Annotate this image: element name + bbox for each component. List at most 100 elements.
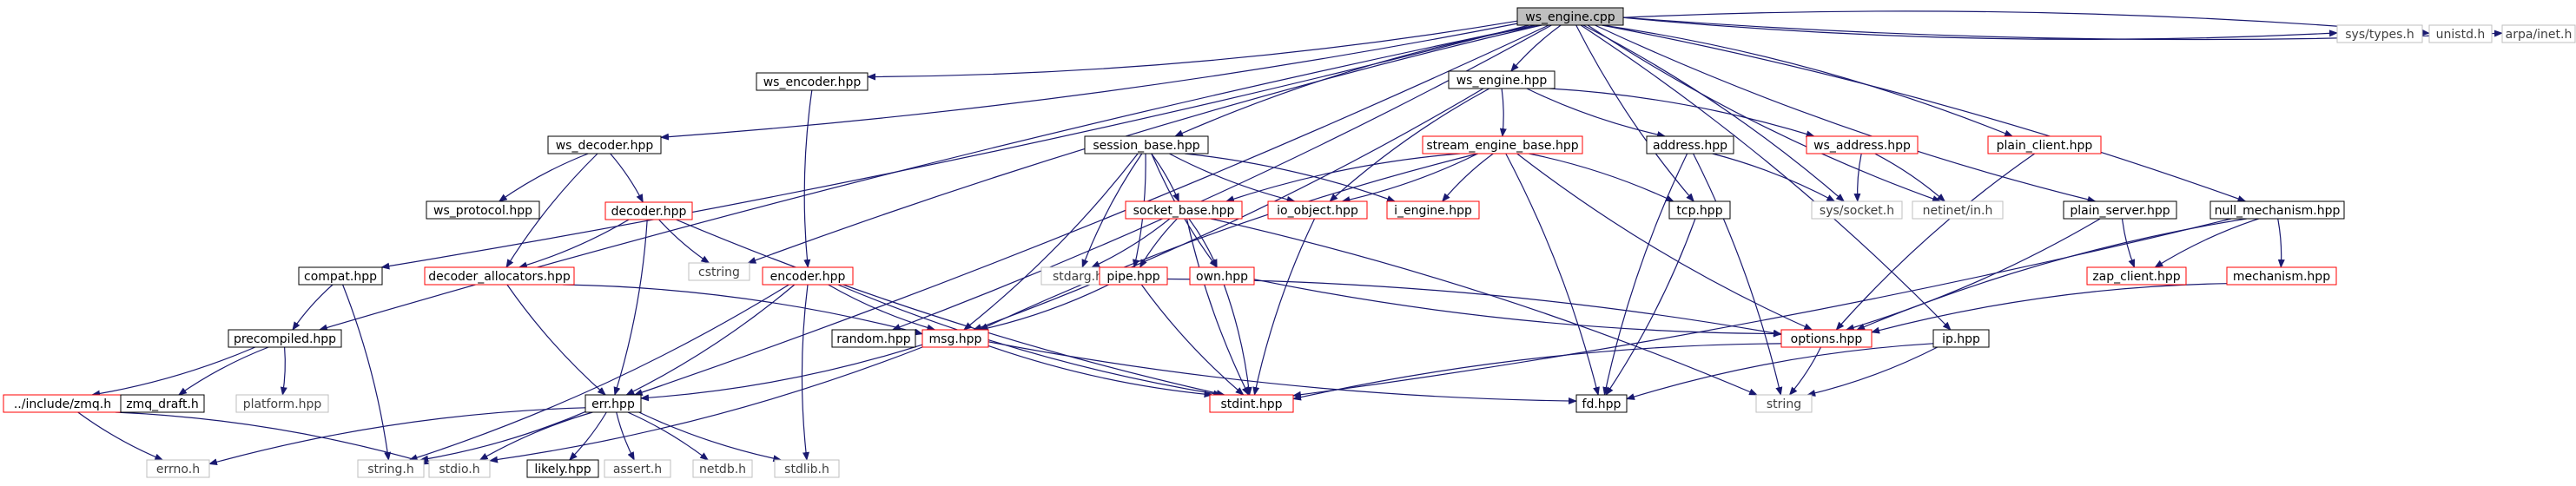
node-box bbox=[1422, 135, 1583, 154]
node-assert-h[interactable]: assert.h bbox=[604, 459, 671, 478]
node-decoder-hpp[interactable]: decoder.hpp bbox=[604, 201, 693, 220]
node-label: stream_engine_base.hpp bbox=[1426, 139, 1578, 153]
node-box bbox=[688, 262, 750, 281]
node-mechanism-hpp[interactable]: mechanism.hpp bbox=[2226, 266, 2337, 286]
node-box bbox=[585, 394, 642, 413]
edge-precompiled_hpp-to-zmq_draft_h bbox=[177, 346, 269, 396]
node-label: ws_address.hpp bbox=[1813, 139, 1911, 153]
node-session-base-hpp[interactable]: session_base.hpp bbox=[1084, 135, 1209, 154]
node-i-engine-hpp[interactable]: i_engine.hpp bbox=[1386, 200, 1480, 220]
node-sys-types-h[interactable]: sys/types.h bbox=[2336, 24, 2423, 43]
node-ws-engine-hpp[interactable]: ws_engine.hpp bbox=[1448, 70, 1556, 89]
edge-include_zmq_h-to-errno_h bbox=[77, 411, 164, 461]
node-string[interactable]: string bbox=[1755, 394, 1813, 413]
node-random-hpp[interactable]: random.hpp bbox=[831, 329, 916, 348]
node-zap-client-hpp[interactable]: zap_client.hpp bbox=[2086, 266, 2187, 286]
node-layer: ws_engine.cpp ws_encoder.hpp ws_engine.hpp… bbox=[3, 7, 2576, 478]
node-label: precompiled.hpp bbox=[234, 332, 336, 346]
node-box bbox=[228, 329, 342, 348]
edge-stream_engine_base_hpp-to-options_hpp bbox=[1516, 153, 1813, 331]
node-plain-server-hpp[interactable]: plain_server.hpp bbox=[2063, 200, 2177, 220]
node-stdint-hpp[interactable]: stdint.hpp bbox=[1209, 394, 1294, 413]
edge-session_base_hpp-to-io_object_hpp bbox=[1169, 153, 1296, 203]
node-label: i_engine.hpp bbox=[1394, 204, 1472, 218]
node-msg-hpp[interactable]: msg.hpp bbox=[921, 329, 989, 348]
edge-address_hpp-to-string bbox=[1693, 153, 1783, 396]
edge-own_hpp-to-options_hpp bbox=[1253, 279, 1782, 338]
node-box bbox=[1267, 200, 1368, 220]
node-zmq-draft-h[interactable]: zmq_draft.h bbox=[120, 394, 205, 413]
node-box bbox=[424, 266, 575, 286]
node-label: mechanism.hpp bbox=[2233, 270, 2330, 284]
node-options-hpp[interactable]: options.hpp bbox=[1780, 329, 1873, 348]
node-label: netdb.h bbox=[699, 463, 746, 476]
node-fd-hpp[interactable]: fd.hpp bbox=[1575, 394, 1628, 413]
node-precompiled-hpp[interactable]: precompiled.hpp bbox=[228, 329, 342, 348]
node-decoder-allocators-hpp[interactable]: decoder_allocators.hpp bbox=[424, 266, 575, 286]
node-likely-hpp[interactable]: likely.hpp bbox=[526, 459, 599, 478]
node-box bbox=[526, 459, 599, 478]
node-box bbox=[756, 72, 869, 91]
edge-decoder_hpp-to-decoder_allocators_hpp bbox=[518, 219, 630, 269]
node-box bbox=[2063, 200, 2177, 220]
node-label: string.h bbox=[367, 463, 414, 476]
node-ws-decoder-hpp[interactable]: ws_decoder.hpp bbox=[547, 135, 662, 154]
edge-ws_engine_hpp-to-msg_hpp bbox=[973, 88, 1484, 331]
node-ws-address-hpp[interactable]: ws_address.hpp bbox=[1806, 135, 1919, 154]
node-pipe-hpp[interactable]: pipe.hpp bbox=[1099, 266, 1168, 286]
node-plain-client-hpp[interactable]: plain_client.hpp bbox=[1987, 135, 2102, 154]
edge-msg_hpp-to-fd_hpp bbox=[987, 341, 1577, 404]
node-stdio-h[interactable]: stdio.h bbox=[428, 459, 491, 478]
node-io-object-hpp[interactable]: io_object.hpp bbox=[1267, 200, 1368, 220]
node-box bbox=[1780, 329, 1873, 348]
node-tcp-hpp[interactable]: tcp.hpp bbox=[1668, 200, 1731, 220]
node-platform-hpp[interactable]: platform.hpp bbox=[235, 394, 329, 413]
node-err-hpp[interactable]: err.hpp bbox=[585, 394, 642, 413]
node-own-hpp[interactable]: own.hpp bbox=[1189, 266, 1255, 286]
node-box bbox=[1448, 70, 1556, 89]
node-box bbox=[235, 394, 329, 413]
edge-err_hpp-to-assert_h bbox=[616, 411, 635, 461]
node-ws-engine-cpp[interactable]: ws_engine.cpp bbox=[1516, 7, 1624, 26]
node-unistd-h[interactable]: unistd.h bbox=[2428, 24, 2493, 43]
edge-ws_engine_cpp-to-tcp_hpp bbox=[1575, 24, 1694, 202]
edge-msg_hpp-to-stdio_h bbox=[489, 346, 923, 463]
edge-msg_hpp-to-err_hpp bbox=[640, 344, 923, 402]
node-cstring[interactable]: cstring bbox=[688, 262, 750, 281]
node-encoder-hpp[interactable]: encoder.hpp bbox=[762, 266, 854, 286]
edge-compat_hpp-to-precompiled_hpp bbox=[292, 284, 334, 331]
edge-err_hpp-to-stdlib_h bbox=[638, 411, 783, 463]
edge-ws_engine_cpp-to-ws_decoder_hpp bbox=[660, 23, 1518, 141]
node-ws-encoder-hpp[interactable]: ws_encoder.hpp bbox=[756, 72, 869, 91]
node-ws-protocol-hpp[interactable]: ws_protocol.hpp bbox=[426, 200, 540, 220]
node-box bbox=[428, 459, 491, 478]
node-include-zmq-h[interactable]: ../include/zmq.h bbox=[3, 394, 122, 413]
node-null-mechanism-hpp[interactable]: null_mechanism.hpp bbox=[2209, 200, 2345, 220]
node-label: options.hpp bbox=[1791, 332, 1863, 346]
edge-ws_address_hpp-to-sys_socket_h bbox=[1853, 153, 1862, 202]
edge-decoder_allocators_hpp-to-err_hpp bbox=[506, 284, 606, 396]
node-address-hpp[interactable]: address.hpp bbox=[1646, 135, 1734, 154]
node-netdb-h[interactable]: netdb.h bbox=[692, 459, 753, 478]
node-compat-hpp[interactable]: compat.hpp bbox=[298, 266, 383, 286]
node-label: compat.hpp bbox=[304, 270, 377, 284]
edge-precompiled_hpp-to-include_zmq_h bbox=[91, 346, 256, 397]
edge-socket_base_hpp-to-stdarg_h bbox=[1091, 218, 1171, 268]
node-arpa-inet-h[interactable]: arpa/inet.h bbox=[2501, 24, 2576, 43]
node-sys-socket-h[interactable]: sys/socket.h bbox=[1811, 200, 1903, 220]
node-box bbox=[547, 135, 662, 154]
edge-address_hpp-to-fd_hpp bbox=[1602, 153, 1688, 396]
node-stream-engine-base-hpp[interactable]: stream_engine_base.hpp bbox=[1422, 135, 1583, 154]
node-stdlib-h[interactable]: stdlib.h bbox=[774, 459, 840, 478]
node-string-h[interactable]: string.h bbox=[357, 459, 425, 478]
node-box bbox=[1811, 200, 1903, 220]
edge-ws_decoder_hpp-to-decoder_hpp bbox=[610, 153, 644, 203]
node-box bbox=[1912, 200, 2004, 220]
node-socket-base-hpp[interactable]: socket_base.hpp bbox=[1125, 200, 1243, 220]
node-errno-h[interactable]: errno.h bbox=[146, 459, 210, 478]
node-netinet-in-h[interactable]: netinet/in.h bbox=[1912, 200, 2004, 220]
node-ip-hpp[interactable]: ip.hpp bbox=[1932, 329, 1990, 348]
edge-err_hpp-to-stdio_h bbox=[479, 411, 593, 461]
edge-ws_engine_cpp-to-sys_socket_h bbox=[1582, 24, 1845, 202]
edge-stream_engine_base_hpp-to-msg_hpp bbox=[979, 153, 1478, 331]
